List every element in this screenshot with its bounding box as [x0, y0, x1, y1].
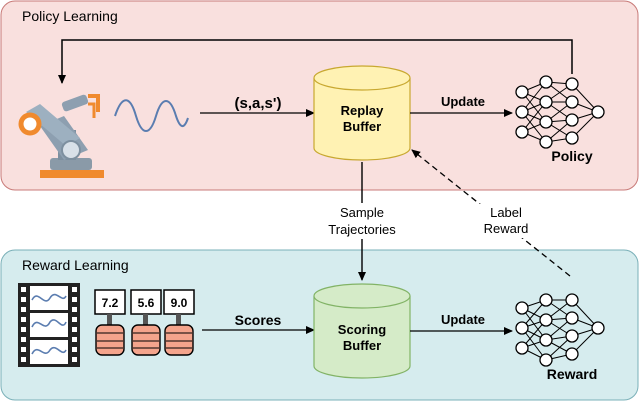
update-reward-label: Update	[441, 312, 485, 327]
score-hand-2: 5.6	[130, 289, 162, 356]
wave-icon	[114, 99, 189, 132]
scores-label: Scores	[235, 312, 282, 328]
robot-arm-icon	[18, 94, 104, 178]
policy-to-robot-arrow	[58, 39, 573, 84]
update-policy-label: Update	[441, 94, 485, 109]
scoring-buffer-line2: Buffer	[343, 338, 381, 353]
replay-buffer-line1: Replay	[341, 103, 384, 118]
scoring-buffer-line1: Scoring	[338, 322, 386, 337]
label-reward-line1: Label	[490, 205, 522, 220]
sample-label-line2: Trajectories	[328, 222, 396, 237]
scoring-buffer: Scoring Buffer	[313, 283, 411, 379]
replay-buffer: Replay Buffer	[313, 65, 411, 161]
reward-label: Reward	[547, 366, 598, 382]
score-hand-1: 7.2	[94, 289, 126, 356]
score-2: 5.6	[138, 296, 155, 310]
sample-label-bg	[318, 203, 408, 239]
label-reward-bg	[474, 204, 538, 238]
policy-learning-title: Policy Learning	[22, 8, 118, 24]
sample-label-line1: Sample	[340, 205, 384, 220]
reward-network-icon	[515, 293, 605, 367]
score-hand-3: 9.0	[163, 289, 195, 356]
film-strip-icon	[18, 283, 80, 367]
reward-learning-title: Reward Learning	[22, 257, 129, 273]
score-1: 7.2	[102, 296, 119, 310]
policy-network-icon	[515, 75, 605, 149]
transition-label: (s,a,s')	[235, 95, 282, 112]
score-3: 9.0	[171, 296, 188, 310]
label-reward-line2: Reward	[484, 221, 529, 236]
policy-label: Policy	[551, 148, 592, 164]
replay-buffer-line2: Buffer	[343, 119, 381, 134]
